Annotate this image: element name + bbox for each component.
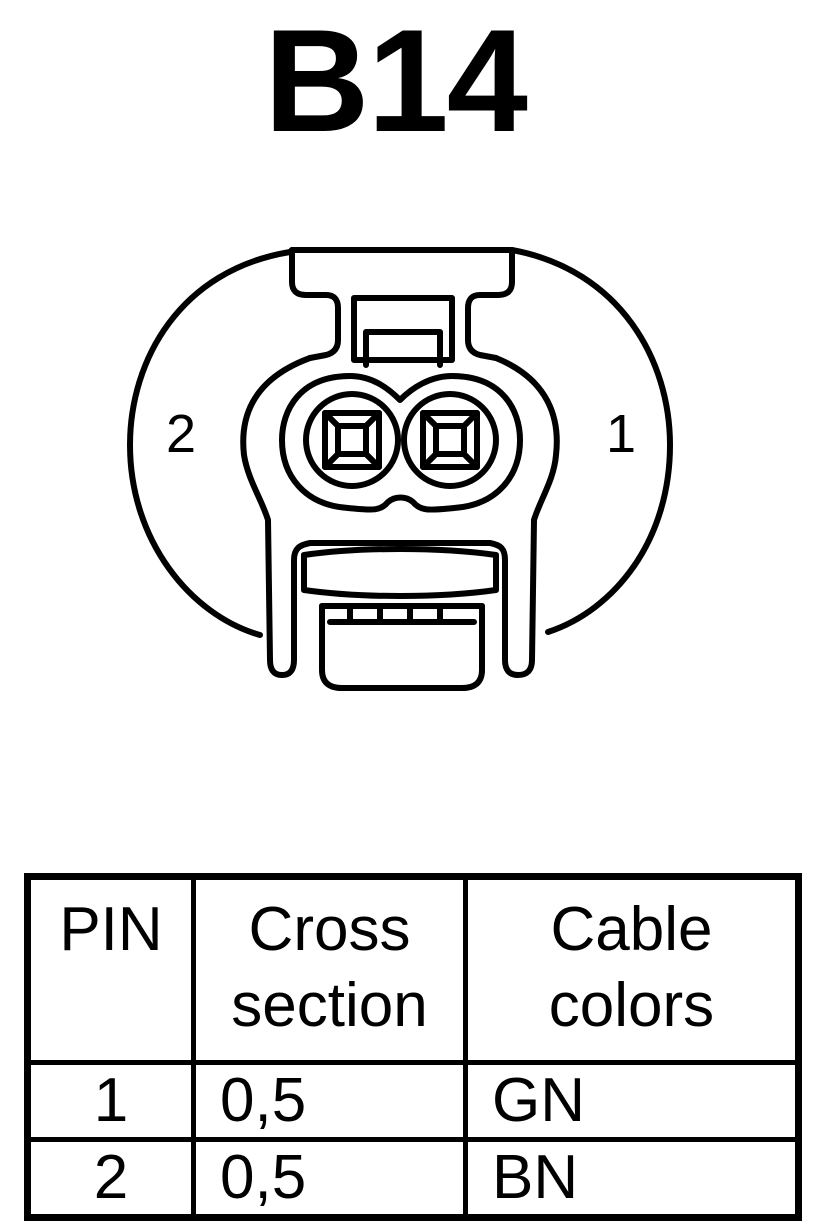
- header-cable-colors: Cable colors: [463, 874, 801, 1065]
- pin-2-ring: [303, 391, 401, 489]
- connector-title: B14: [264, 0, 528, 162]
- header-cross-section: Cross section: [191, 874, 468, 1065]
- pin-1-terminal-outer: [420, 410, 480, 470]
- lower-lever-cap: [319, 603, 485, 691]
- table-row: 2 0,5 BN: [25, 1137, 801, 1220]
- header-color-line2: colors: [548, 971, 715, 1040]
- row-1-cross-section: 0,5: [191, 1060, 468, 1142]
- pin-1-terminal-inner: [433, 423, 467, 457]
- row-1-pin: 1: [25, 1060, 196, 1142]
- header-color-line1: Cable: [550, 895, 713, 964]
- lever-teeth: [319, 603, 485, 625]
- pin-2-terminal-bevel: [322, 410, 382, 470]
- inner-shell: [240, 355, 560, 678]
- lower-lever: [301, 546, 499, 599]
- latch-bar: [363, 329, 443, 368]
- header-cross-line2: section: [231, 971, 428, 1040]
- pin-label-right: 1: [606, 404, 636, 464]
- pin-2-terminal-inner: [335, 423, 369, 457]
- housing-outline: [127, 247, 295, 638]
- top-latch: [289, 249, 515, 361]
- header-pin: PIN: [25, 874, 196, 1065]
- row-1-color: GN: [463, 1060, 801, 1142]
- row-2-cross-section: 0,5: [191, 1137, 468, 1220]
- pin-1-ring: [401, 391, 499, 489]
- connector-drawing: 2 1: [127, 247, 673, 691]
- contact-chamber: [279, 373, 523, 513]
- table-header-row: PIN Cross section Cable colors: [25, 874, 801, 1065]
- pin-2-terminal-outer: [322, 410, 382, 470]
- housing-outline-right: [509, 247, 673, 635]
- pin-label-left: 2: [166, 404, 196, 464]
- table-row: 1 0,5 GN: [25, 1060, 801, 1142]
- row-2-color: BN: [463, 1137, 801, 1220]
- latch-window: [351, 295, 455, 363]
- header-pin-label: PIN: [59, 895, 163, 964]
- row-2-pin: 2: [25, 1137, 196, 1220]
- pin-1-terminal-bevel: [420, 410, 480, 470]
- pin-table: PIN Cross section Cable colors 1 0,5 GN …: [24, 873, 802, 1221]
- header-cross-line1: Cross: [248, 895, 411, 964]
